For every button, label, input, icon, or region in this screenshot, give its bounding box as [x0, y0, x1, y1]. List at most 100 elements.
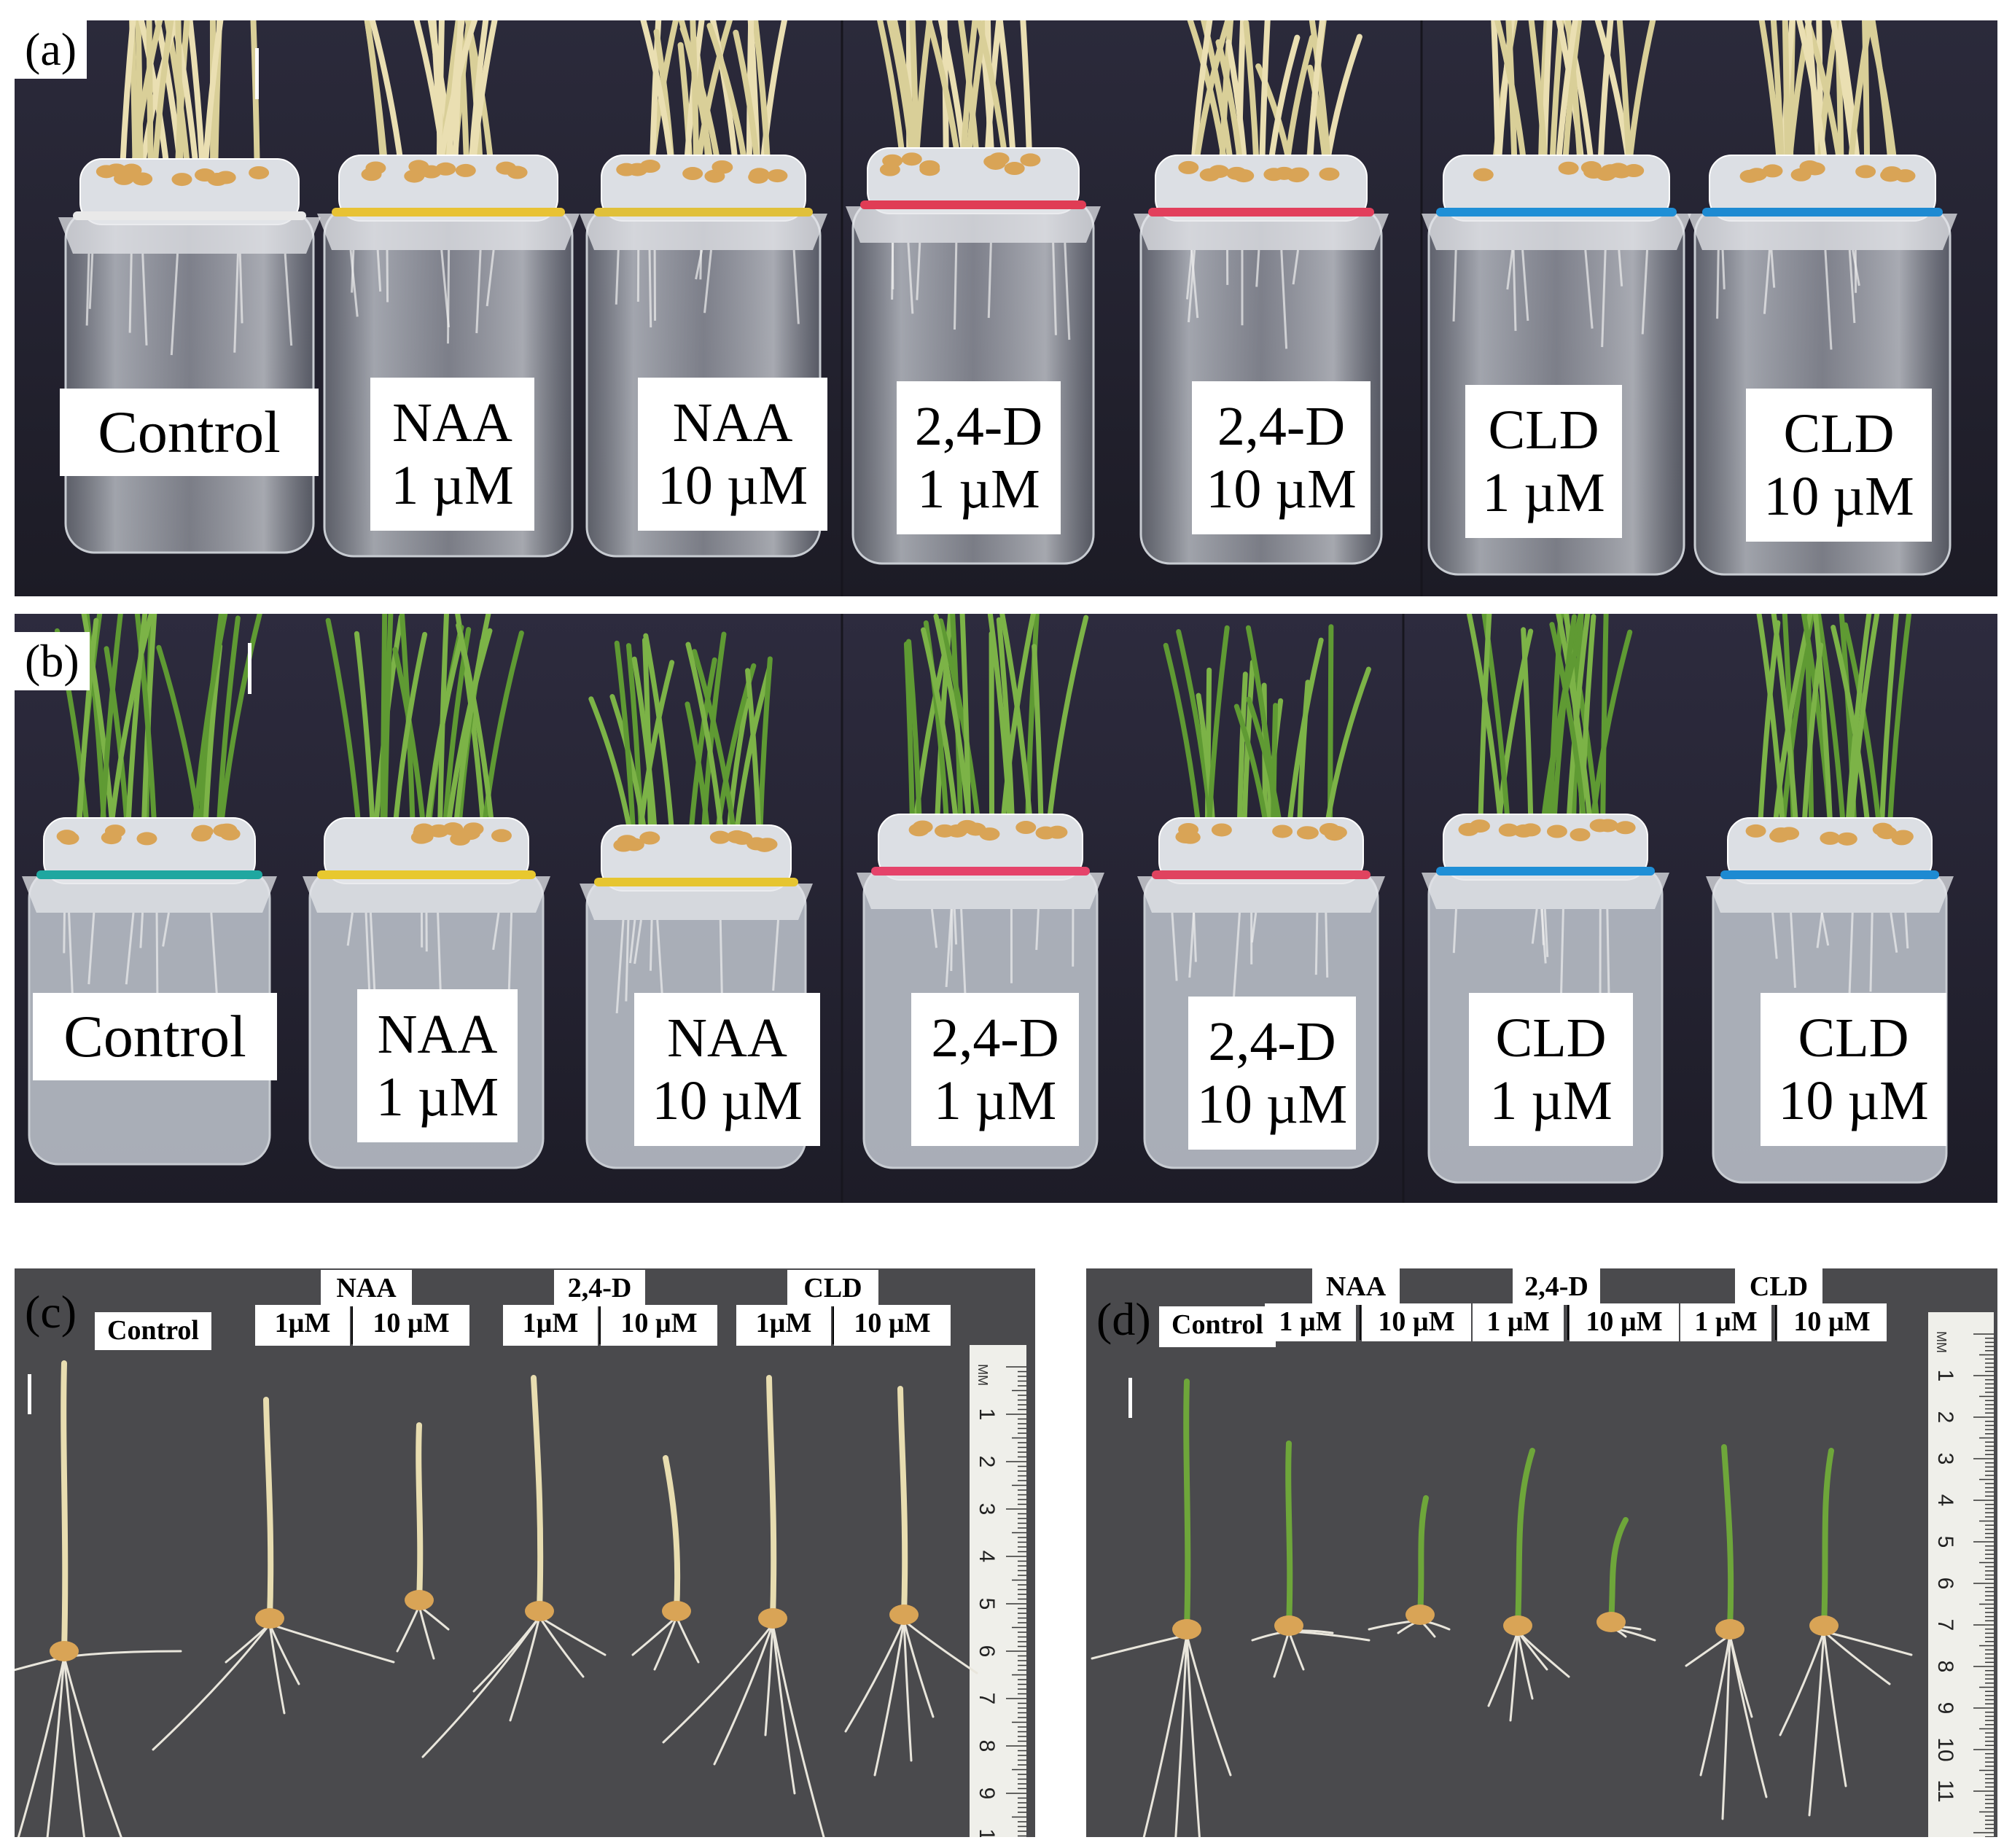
root: [492, 912, 500, 951]
green-shoot: [687, 657, 717, 843]
cld-header: CLD: [787, 1270, 878, 1306]
shoot: [1721, 1444, 1734, 1632]
root: [268, 1623, 286, 1715]
seed: [754, 838, 775, 852]
24d-1um-header: 1µM: [503, 1305, 598, 1346]
treatment-name: NAA: [672, 392, 793, 453]
green-shoot: [643, 633, 676, 843]
rubber-band: [1702, 208, 1943, 217]
etiolated-shoot: [877, 20, 906, 165]
etiolated-shoot: [119, 20, 136, 176]
seed: [1458, 822, 1479, 836]
root: [284, 253, 293, 346]
jar-6: [1422, 20, 1691, 576]
green-shoot: [725, 698, 750, 843]
cld-1um-header: 1 µM: [1680, 1303, 1771, 1341]
ruler-number: 9: [975, 1787, 999, 1800]
cld-header: CLD: [1735, 1268, 1822, 1305]
green-shoot: [1879, 614, 1899, 835]
root: [475, 249, 482, 334]
divider: [351, 1306, 353, 1344]
ruler-number: 1: [1933, 1370, 1957, 1382]
green-shoot: [1756, 614, 1786, 835]
root: [170, 253, 179, 356]
root: [1509, 1630, 1519, 1722]
etiolated-shoot: [1796, 20, 1829, 173]
root: [268, 1623, 395, 1664]
mesh-skirt: [317, 214, 580, 250]
seed: [1836, 832, 1857, 846]
green-shoot: [76, 617, 99, 835]
etiolated-shoot: [129, 20, 139, 176]
etiolated-shoot: [1306, 20, 1325, 173]
green-shoot: [392, 647, 427, 835]
etiolated-shoot: [212, 20, 223, 176]
divider: [1567, 1305, 1569, 1340]
root: [648, 249, 652, 328]
seed: [1809, 1615, 1839, 1636]
shoot: [1285, 1440, 1293, 1629]
concentration: 10 µM: [1196, 1074, 1348, 1135]
root: [85, 253, 90, 326]
root: [902, 1619, 935, 1718]
root: [950, 908, 954, 971]
etiolated-shoot: [752, 20, 771, 173]
green-shoot: [325, 617, 362, 835]
mesh-skirt: [1137, 876, 1385, 913]
etiolated-shoot: [1192, 20, 1231, 173]
root: [1716, 249, 1720, 319]
root: [1816, 912, 1823, 948]
green-shoot: [987, 614, 1013, 832]
root: [1543, 908, 1549, 957]
seed: [428, 824, 449, 838]
seed: [1804, 162, 1825, 176]
root: [1035, 908, 1040, 951]
root: [46, 1656, 66, 1837]
root: [128, 253, 133, 333]
root: [1606, 908, 1610, 1005]
seed: [136, 832, 157, 846]
concentration: 10 µM: [1206, 459, 1357, 520]
green-shoot: [906, 639, 923, 832]
root: [930, 908, 938, 948]
root: [1487, 1630, 1519, 1707]
panel-d-letter: (d): [1096, 1293, 1151, 1345]
root: [792, 249, 800, 324]
seed: [1498, 823, 1519, 837]
root: [1808, 1630, 1825, 1817]
green-shoot: [1771, 614, 1799, 835]
glass-jar: [64, 208, 315, 554]
etiolated-shoot: [640, 20, 676, 173]
etiolated-shoot: [138, 20, 171, 176]
scale-bar: [248, 643, 252, 694]
root: [1325, 912, 1329, 978]
treatment-name: NAA: [377, 1004, 498, 1065]
mesh-skirt: [1422, 873, 1669, 909]
green-shoot: [959, 614, 972, 832]
seed: [1872, 822, 1893, 836]
root: [1641, 249, 1649, 335]
seed: [1319, 167, 1340, 181]
root: [1452, 908, 1457, 954]
seed: [1020, 153, 1041, 167]
seedling-7: [844, 1386, 978, 1777]
ruler-number: 6: [1933, 1578, 1957, 1590]
naa-header: NAA: [321, 1270, 412, 1306]
treatment-name: NAA: [667, 1007, 787, 1069]
panel-a-letter: (a): [15, 20, 87, 79]
etiolated-shoot: [959, 20, 978, 165]
root: [88, 253, 94, 309]
root: [1064, 242, 1071, 340]
ruler-number: 3: [975, 1503, 999, 1516]
green-shoot: [1206, 625, 1230, 835]
root: [764, 1623, 774, 1736]
etiolated-shoot: [164, 20, 192, 176]
mesh-skirt: [1422, 214, 1691, 250]
seed: [1597, 819, 1618, 833]
root: [662, 1623, 774, 1744]
root: [771, 1623, 825, 1837]
